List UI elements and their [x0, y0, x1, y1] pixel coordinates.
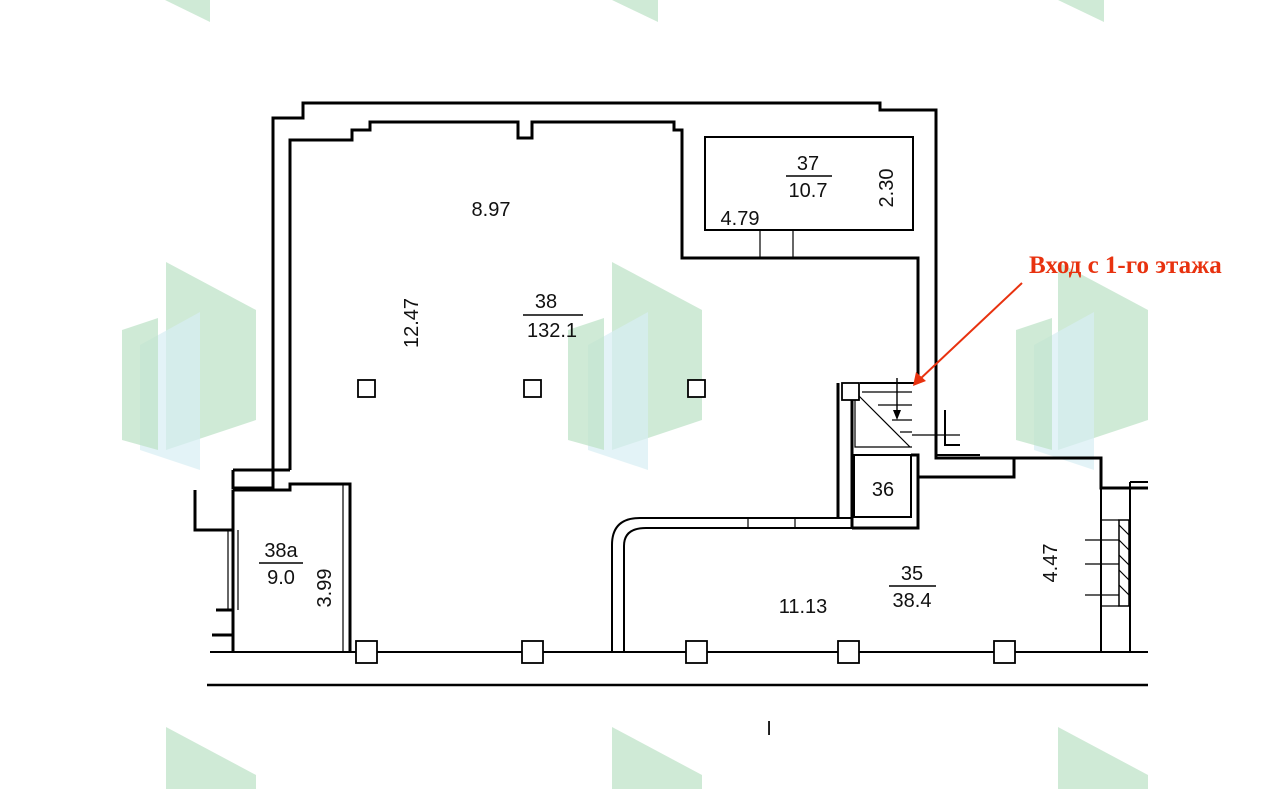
columns [355, 379, 1016, 664]
dim-4-47: 4.47 [1040, 544, 1062, 583]
watermark-logos [122, 0, 1148, 789]
room-38-number: 38 [535, 291, 557, 313]
walls [193, 101, 1148, 687]
dim-12-47: 12.47 [401, 298, 423, 348]
room-35-area: 38.4 [893, 590, 932, 612]
room-38-area: 132.1 [527, 320, 577, 342]
room-38a-number: 38а [264, 540, 298, 562]
room-38a-area: 9.0 [267, 567, 295, 589]
dim-8-97: 8.97 [472, 199, 511, 221]
dim-4-79: 4.79 [721, 208, 760, 230]
dim-2-30: 2.30 [876, 169, 898, 208]
room-37-area: 10.7 [789, 180, 828, 202]
room-37-number: 37 [797, 153, 819, 175]
axis-label: I [766, 718, 772, 740]
entrance-note: Вход с 1-го этажа [1029, 252, 1222, 279]
room-36-number: 36 [872, 479, 894, 501]
stair-arrow-icon [893, 378, 901, 420]
dim-3-99: 3.99 [314, 569, 336, 608]
dim-11-13: 11.13 [779, 596, 828, 618]
room-35-number: 35 [901, 563, 923, 585]
entrance-arrow [913, 282, 1023, 386]
